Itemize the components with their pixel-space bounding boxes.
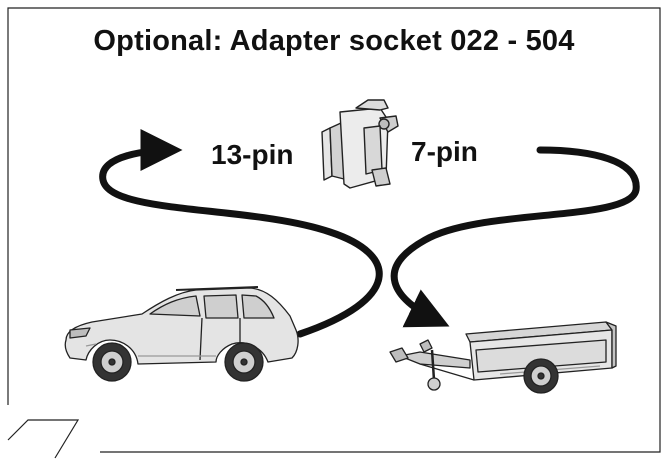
arrow-7-pin bbox=[390, 146, 640, 328]
arrow-13-pin bbox=[99, 129, 383, 338]
label-7-pin: 7-pin bbox=[411, 136, 478, 167]
page-title: Optional: Adapter socket 022 - 504 bbox=[93, 25, 575, 57]
label-13-pin: 13-pin bbox=[211, 139, 294, 170]
